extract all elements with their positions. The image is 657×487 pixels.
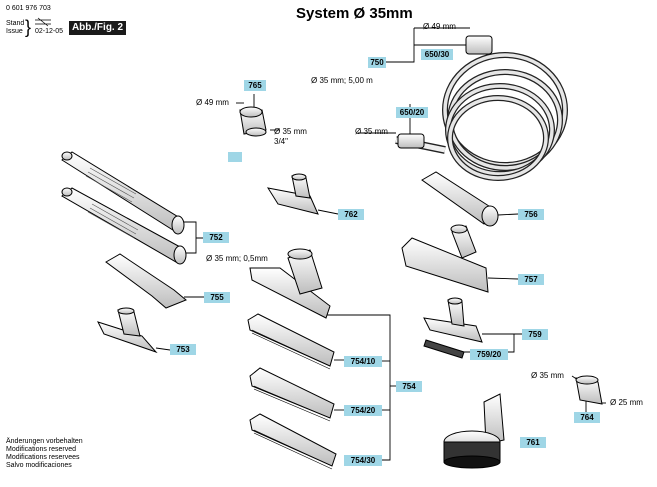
brace: }	[25, 17, 32, 37]
dim-49-hose: Ø 49 mm	[423, 22, 456, 31]
part-label-756: 756	[518, 209, 544, 220]
part-label-765: 765	[244, 80, 266, 91]
part-label-754-30: 754/30	[344, 455, 382, 466]
brush-761	[443, 393, 505, 469]
issue-date: 02-12-05	[35, 28, 64, 35]
adapter-764	[575, 375, 603, 405]
part-label-753: 753	[170, 344, 196, 355]
doc-number: 0 601 976 703	[6, 5, 51, 12]
part-label-764: 764	[574, 412, 600, 423]
issue-label: Issue	[6, 28, 23, 35]
part-label-754-20: 754/20	[344, 405, 382, 416]
part-label-757: 757	[518, 274, 544, 285]
part-label-650-30: 650/30	[421, 49, 453, 60]
nozzle-762	[266, 173, 319, 215]
adapter-765	[239, 106, 267, 137]
dim-35-adapter: Ø 35 mm	[274, 127, 307, 136]
nozzle-755	[105, 253, 187, 309]
part-label-759-20: 759/20	[470, 349, 508, 360]
figure-label: Abb./Fig. 2	[69, 21, 126, 35]
nozzle-753	[97, 307, 158, 354]
footer-line-3: Modifications reservees	[6, 454, 80, 461]
floor-nozzle	[249, 248, 331, 319]
stand-label: Stand	[6, 20, 25, 27]
nozzles-754	[247, 313, 337, 467]
tube-ribs	[85, 167, 139, 239]
dim-35-tubes: Ø 35 mm; 0,5mm	[206, 254, 268, 263]
footer-line-2: Modifications reserved	[6, 446, 77, 453]
part-label-650-20: 650/20	[396, 107, 428, 118]
dim-49-adapter: Ø 49 mm	[196, 98, 229, 107]
dim-hose-length: Ø 35 mm; 5,00 m	[311, 76, 373, 85]
diagram-title: System Ø 35mm	[296, 5, 413, 22]
part-label-754-10: 754/10	[344, 356, 382, 367]
dim-35-hose: Ø 35 mm	[355, 127, 388, 136]
dim-35-764: Ø 35 mm	[531, 371, 564, 380]
footer-line-4: Salvo modificaciones	[6, 462, 72, 469]
blank-marker	[228, 152, 242, 162]
leader-lines	[155, 27, 606, 461]
part-label-762: 762	[338, 209, 364, 220]
floor-nozzle-757	[401, 224, 489, 293]
hose-750	[395, 38, 568, 181]
part-label-761: 761	[520, 437, 546, 448]
nozzle-759	[423, 297, 483, 359]
hose-ends	[397, 35, 493, 149]
part-label-754: 754	[396, 381, 422, 392]
tubes-752	[61, 151, 187, 265]
dim-inch-adapter: 3/4"	[274, 137, 288, 146]
nozzle-brushes	[251, 329, 333, 470]
crevice-nozzle-756	[421, 171, 499, 227]
part-label-755: 755	[204, 292, 230, 303]
part-label-750: 750	[368, 57, 386, 68]
part-label-752: 752	[203, 232, 229, 243]
dim-25-764: Ø 25 mm	[610, 398, 643, 407]
part-label-759: 759	[522, 329, 548, 340]
footer-line-1: Änderungen vorbehalten	[6, 438, 83, 445]
